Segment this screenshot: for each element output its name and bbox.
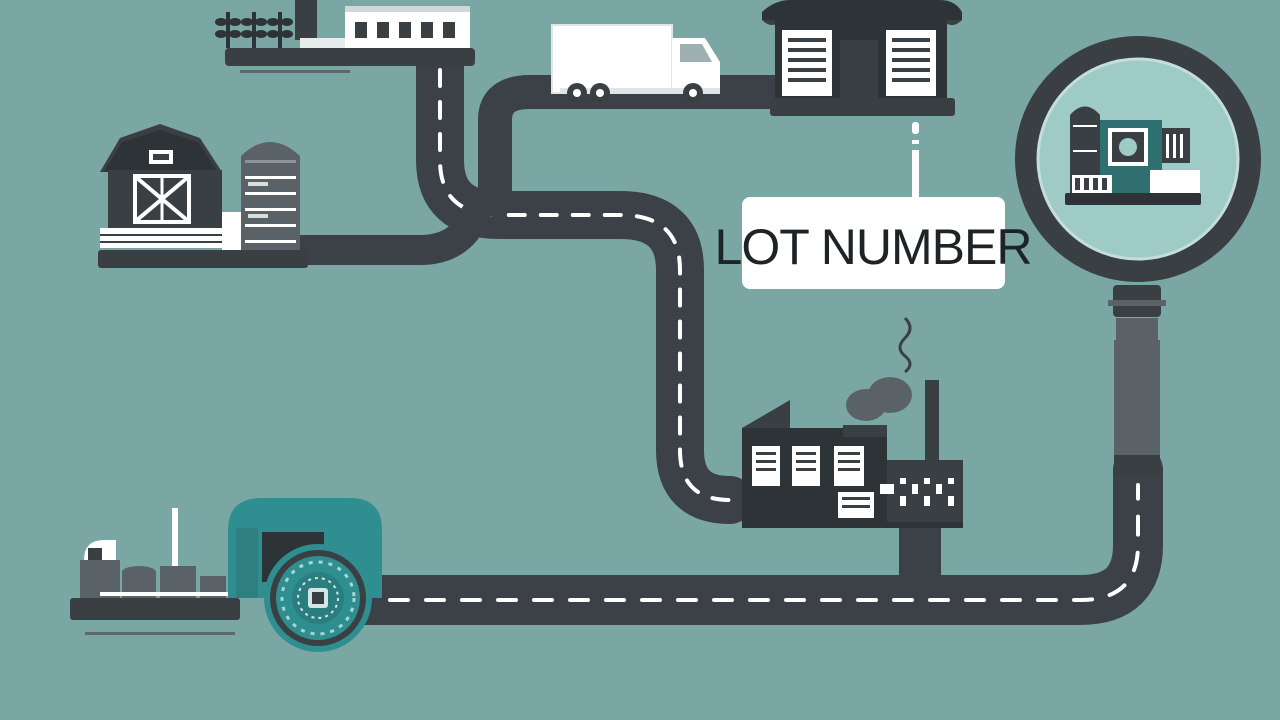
road-upper-dashes <box>438 68 732 502</box>
label-connector <box>912 122 919 198</box>
silo-icon <box>241 142 300 250</box>
lot-number-text: LOT NUMBER <box>715 219 1032 275</box>
barn-icon <box>100 124 244 250</box>
warehouse-icon <box>295 0 470 48</box>
road-network <box>275 31 1163 625</box>
processing-plant-icon <box>1065 106 1201 205</box>
road-main-dashes <box>388 483 1140 602</box>
farm-field <box>215 0 475 73</box>
smoke-icon <box>846 316 912 421</box>
factory-icon <box>742 316 963 528</box>
store-icon <box>762 0 962 116</box>
magnifying-glass-icon <box>1015 36 1261 477</box>
crop-plant-icon <box>215 12 293 48</box>
conveyor-disc-icon <box>264 544 372 652</box>
road-branch-barn <box>285 200 490 265</box>
road-branch-store <box>478 75 797 217</box>
barn-farmstead <box>98 124 308 268</box>
lot-number-label: LOT NUMBER <box>715 197 1032 289</box>
delivery-truck-icon <box>551 24 720 103</box>
